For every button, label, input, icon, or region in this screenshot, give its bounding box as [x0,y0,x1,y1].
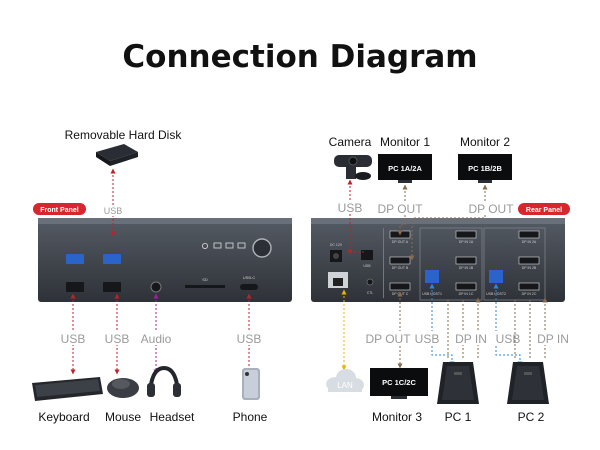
rear-panel-badge-label: Rear Panel [526,207,562,214]
rear-panel-device: DC 12V CTL USB DP OUT A DP OUT B DP OUT … [311,218,565,302]
monitor1-screen-text: PC 1A/2A [388,164,422,173]
lan-label: LAN [337,381,353,390]
headset-label: Headset [150,410,195,424]
keyboard-icon [32,377,103,401]
headset-icon [147,365,181,397]
power-indicator-icon [201,242,208,249]
front-usb-port [66,282,84,292]
monitor1-label: Monitor 1 [380,135,430,149]
keyboard-label: Keyboard [38,410,89,424]
pc1-tower-icon [437,362,479,404]
ctl-label: CTL [367,291,374,295]
pc1-dp-in-1a-label: DP IN 1A [459,240,474,244]
pc2-label: PC 2 [518,410,545,424]
monitor2-label: Monitor 2 [460,135,510,149]
phone-label: Phone [233,410,268,424]
pc1-dp-in-label: DP IN [455,332,487,346]
camera-label: Camera [329,135,372,149]
phone-port-label: USB-C [243,275,256,280]
pc2-tower-icon [507,362,549,404]
display-indicator-icon [225,242,234,249]
monitor2-dp-line [409,184,488,261]
pc2-dp-in-2b-label: DP IN 2B [522,266,537,270]
page-title: Connection Diagram [122,39,477,75]
dp-out-a-label: DP OUT A [392,240,409,244]
pc2-usb-host-line [493,283,523,367]
phone-icon [242,368,260,400]
pc1-dp-in-1b-label: DP IN 1B [459,266,474,270]
dp-out-b-label: DP OUT B [392,266,409,270]
pc2-dp-in-label: DP IN [537,332,569,346]
usb-rear-label: USB [363,264,371,268]
pc1-dp-in-1a-port [455,230,477,239]
usb-host-2-port [489,270,503,283]
front-usbc-port [240,284,258,290]
front-usb-port [103,282,121,292]
hard-disk-icon [96,144,138,166]
mouse-icon [107,378,139,398]
monitor3-label: Monitor 3 [372,410,422,424]
monitor1-dp-line [397,184,408,236]
monitor2-icon [458,154,512,183]
front-usb-port [66,254,84,264]
ctl-port [366,278,374,286]
switch-button[interactable] [252,238,272,258]
dp-out-b-port [389,256,411,265]
dp-out-bottom-label: DP OUT [365,332,411,346]
front-usb-port [103,254,121,264]
pc2-dp-in-2c-port [518,282,540,291]
display-indicator-icon [213,242,222,249]
pc1-usb-host-line [429,283,455,367]
monitor1-icon [378,154,432,183]
phone-usb-label: USB [237,332,262,346]
usb-host-1-port [425,270,439,283]
dc-in-label: DC 12V [330,243,343,247]
pc2-dp-in-2b-port [518,256,540,265]
monitor3-screen-text: PC 1C/2C [382,378,416,387]
hdd-usb-label: USB [104,206,123,216]
display-indicator-icon [237,242,246,249]
front-panel-badge: Front Panel [33,203,86,215]
pc2-dp-in-2a-port [518,230,540,239]
audio-label: Audio [141,332,172,346]
pc1-usb-label: USB [415,332,440,346]
pc2-dp-in-2c-label: DP IN 2C [522,292,537,296]
sd-label: SD [202,277,208,282]
keyboard-usb-label: USB [61,332,86,346]
pc1-dp-in-1c-port [455,282,477,291]
pc1-dp-in-1c-label: DP IN 1C [459,292,474,296]
front-audio-jack [150,281,162,293]
dp-out-top-left-label: DP OUT [377,202,423,216]
mouse-label: Mouse [105,410,141,424]
camera-usb-label: USB [338,201,363,215]
pc2-usb-label: USB [496,332,521,346]
pc1-dp-in-1b-port [455,256,477,265]
camera-usb-port [361,250,373,260]
front-sd-slot [185,285,225,288]
rear-panel-badge: Rear Panel [518,203,570,215]
dp-out-c-port [389,282,411,291]
monitor3-icon [370,368,428,399]
front-panel-device: SD USB-C [38,218,292,302]
dp-out-a-port [389,230,411,239]
pc1-label: PC 1 [445,410,472,424]
dp-out-top-right-label: DP OUT [468,202,514,216]
removable-hard-disk-label: Removable Hard Disk [65,128,183,142]
front-panel-badge-label: Front Panel [40,207,79,214]
camera-icon [334,155,372,180]
mouse-usb-label: USB [105,332,130,346]
pc2-dp-in-2a-label: DP IN 2A [522,240,537,244]
monitor2-screen-text: PC 1B/2B [468,164,502,173]
lan-cloud-icon [326,369,364,392]
